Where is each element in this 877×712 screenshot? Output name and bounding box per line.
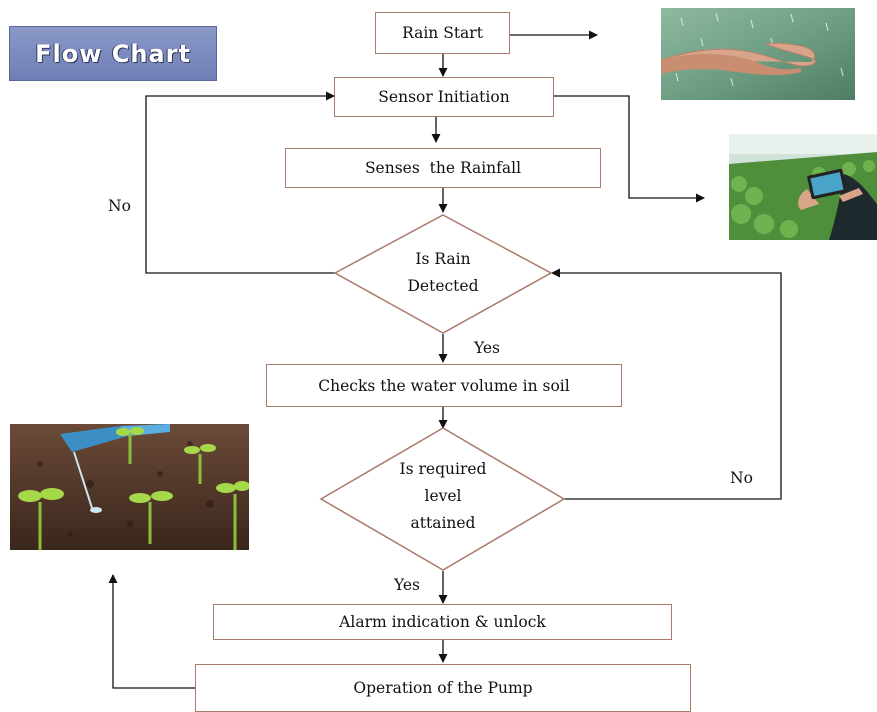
- node-checks-water-volume: Checks the water volume in soil: [266, 364, 622, 407]
- node-rain-start: Rain Start: [375, 12, 510, 54]
- node-sensor-initiation: Sensor Initiation: [334, 77, 554, 117]
- decision-rain-detected-shape: [333, 214, 553, 334]
- node-pump-operation: Operation of the Pump: [195, 664, 691, 712]
- decision-rain-line-1: Is Rain: [415, 250, 471, 268]
- decision-rain-line-2: Detected: [407, 277, 479, 295]
- decision-level-line-1: Is required: [399, 460, 487, 478]
- label-no-level: No: [730, 469, 753, 487]
- soil-seedling-photo: [10, 424, 249, 550]
- node-senses-rainfall: Senses the Rainfall: [285, 148, 601, 188]
- decision-level-line-3: attained: [410, 514, 476, 532]
- arrow-sensor-to-tablet-photo: [554, 95, 705, 203]
- decision-level-attained-shape: [319, 427, 566, 571]
- decision-level-line-2: level: [424, 487, 462, 505]
- label-yes-rain: Yes: [474, 339, 501, 357]
- arrow-no-rain-loop: [145, 91, 336, 274]
- rain-hand-photo: [661, 8, 855, 100]
- label-yes-level: Yes: [394, 576, 421, 594]
- decision-rain-detected-text: Is Rain Detected: [393, 246, 493, 300]
- arrow-pump-to-soil-photo: [108, 574, 195, 689]
- label-no-rain: No: [108, 197, 131, 215]
- node-alarm-indication: Alarm indication & unlock: [213, 604, 672, 640]
- greenhouse-tablet-photo: [729, 134, 877, 240]
- arrow-no-level-loop: [551, 268, 782, 500]
- decision-level-attained-text: Is required level attained: [383, 456, 503, 537]
- flow-chart-title-badge: Flow Chart: [9, 26, 217, 81]
